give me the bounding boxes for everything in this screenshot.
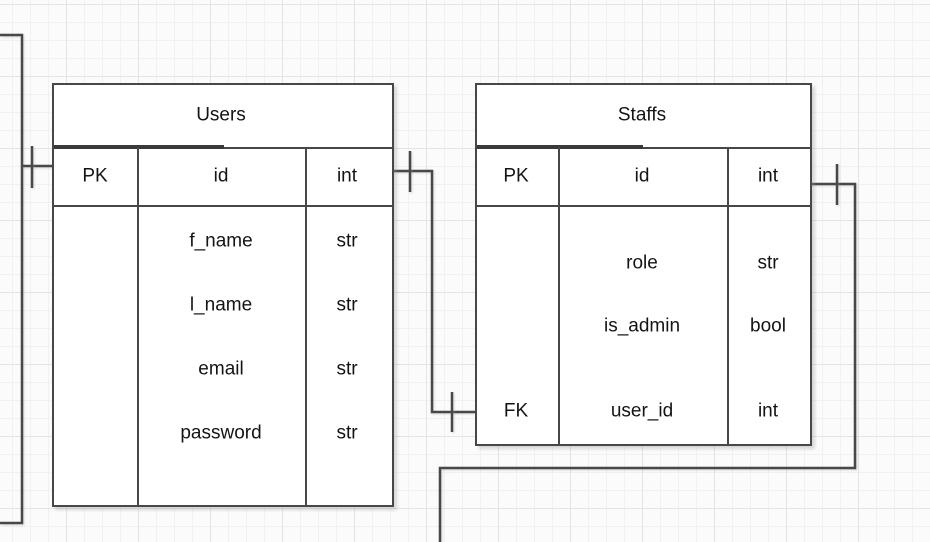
- type-column-separator: [727, 147, 729, 444]
- title-separator-heavy-segment: [477, 145, 643, 149]
- entity-users[interactable]: Users PK id int f_name str l_name str em…: [52, 83, 394, 507]
- row-name: is_admin: [603, 315, 681, 337]
- row-type: str: [757, 252, 779, 274]
- row-name: id: [634, 165, 650, 187]
- key-column-separator: [558, 147, 560, 444]
- row-key: PK: [503, 165, 529, 187]
- edge-middle-route: [390, 169, 475, 414]
- row-name: id: [213, 165, 229, 187]
- row-type: str: [336, 358, 358, 380]
- edge-staffs-id-to-offcanvas-bottom[interactable]: [438, 164, 857, 542]
- pk-row-separator: [54, 205, 392, 207]
- row-key: PK: [82, 165, 108, 187]
- edge-right-route: [438, 182, 857, 542]
- type-column-separator: [305, 147, 307, 505]
- row-name: email: [198, 358, 244, 380]
- key-column-separator: [137, 147, 139, 505]
- title-separator: [477, 147, 810, 149]
- pk-row-separator: [477, 205, 810, 207]
- edge-users-id-to-staffs-user-id[interactable]: [390, 151, 475, 432]
- title-separator-heavy-segment: [54, 145, 224, 149]
- row-name: role: [626, 252, 658, 274]
- row-type: bool: [750, 315, 786, 337]
- row-type: int: [757, 165, 779, 187]
- row-type: str: [336, 230, 358, 252]
- row-type: str: [336, 422, 358, 444]
- row-type: int: [757, 400, 779, 422]
- entity-title: Users: [196, 104, 246, 126]
- entity-title: Staffs: [617, 104, 667, 126]
- row-name: user_id: [610, 400, 674, 422]
- row-type: str: [336, 294, 358, 316]
- edge-left-offcanvas-to-users-id[interactable]: [0, 33, 52, 525]
- row-type: int: [336, 165, 358, 187]
- row-name: l_name: [189, 294, 253, 316]
- edge-left-route: [0, 33, 24, 525]
- row-key: FK: [503, 400, 529, 422]
- row-name: password: [180, 422, 262, 444]
- row-name: f_name: [189, 230, 253, 252]
- entity-staffs[interactable]: Staffs PK id int role str is_admin bool …: [475, 83, 812, 446]
